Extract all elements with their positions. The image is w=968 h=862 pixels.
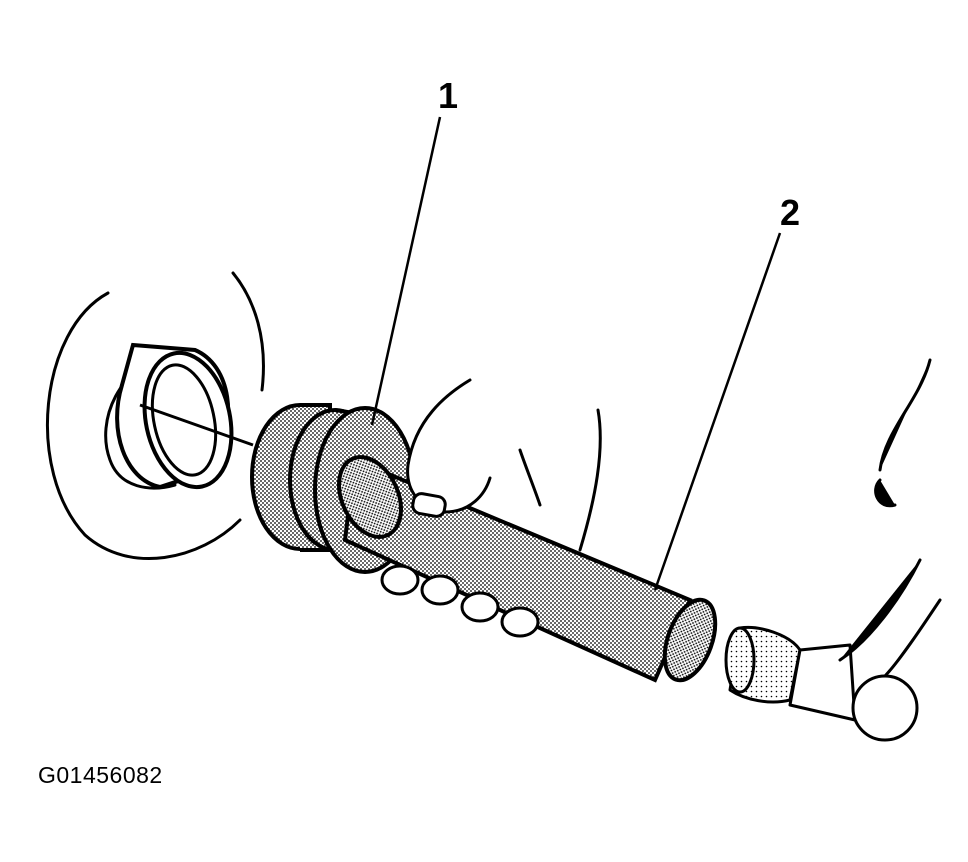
- callout-1-label: 1: [438, 75, 458, 116]
- hand: [380, 378, 602, 638]
- hammer: [724, 358, 942, 742]
- driver-handle: [337, 455, 718, 683]
- callout-2-label: 2: [780, 192, 800, 233]
- leader-lines: [370, 116, 782, 591]
- bearing-race: [115, 342, 254, 490]
- figure-id: G01456082: [38, 762, 163, 788]
